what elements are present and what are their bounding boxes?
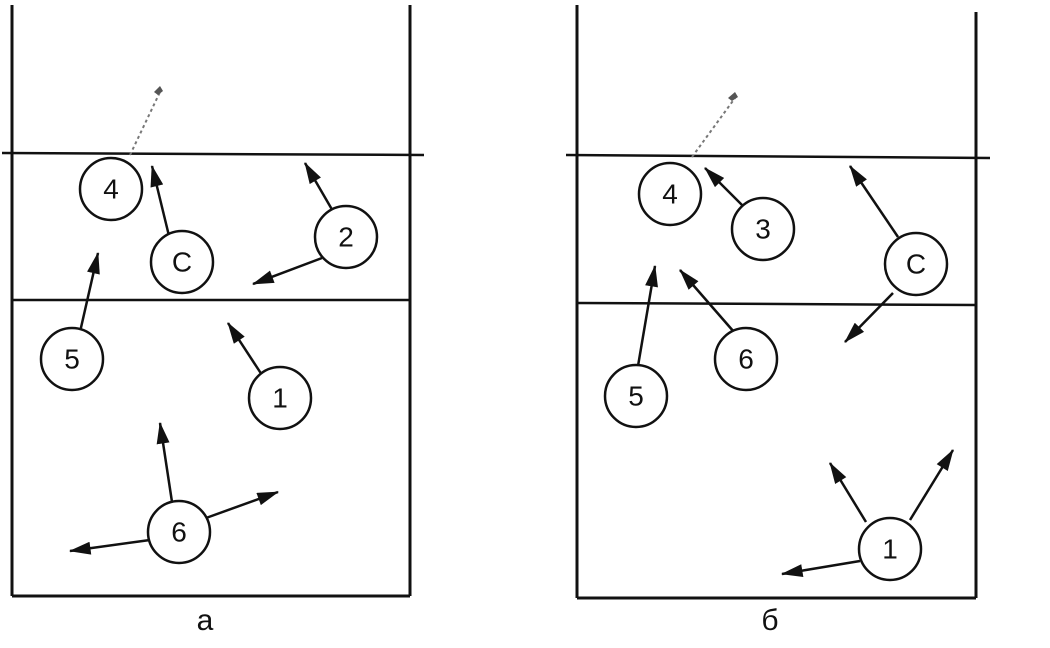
arrow-1-a [226, 322, 264, 376]
arrow-1-left-b [780, 559, 861, 578]
player-label: 6 [171, 517, 187, 548]
player-a-6: 6 [146, 499, 212, 565]
arrow-6-b [679, 269, 735, 333]
arrow-5-b [636, 264, 658, 367]
arrow-1-up-b [828, 462, 868, 523]
net-line-a [1, 151, 425, 157]
player-label: 3 [755, 214, 771, 245]
player-label: 2 [338, 222, 354, 253]
net-line-b [565, 153, 991, 160]
player-b-6: 6 [713, 326, 779, 392]
player-a-4: 4 [78, 156, 144, 222]
arrows-a [68, 162, 336, 555]
player-label: 6 [738, 344, 754, 375]
player-label: 4 [103, 174, 119, 205]
player-a-setter: С [149, 229, 215, 295]
arrow-2-up-a [303, 162, 336, 214]
player-b-5: 5 [603, 363, 669, 429]
player-b-1: 1 [857, 516, 923, 582]
arrow-6-up-a [156, 421, 174, 503]
arrow-6-left-a [68, 538, 151, 555]
player-label: 5 [628, 381, 644, 412]
caption-b: б [761, 604, 778, 637]
ball-trace-a [129, 86, 163, 156]
arrow-1-right-b [908, 449, 955, 521]
player-a-1: 1 [247, 365, 313, 431]
player-label: 1 [882, 534, 898, 565]
arrow-6-right-a [205, 490, 280, 520]
arrow-setter-a [150, 164, 172, 241]
player-label: 4 [662, 179, 678, 210]
player-a-5: 5 [39, 326, 105, 392]
caption-a: а [197, 604, 214, 637]
ball-trace-b [691, 92, 738, 158]
arrow-5-a [78, 251, 100, 333]
arrows-b [636, 165, 955, 578]
player-label: С [906, 249, 926, 280]
attack-line-b [576, 301, 977, 307]
player-label: 5 [64, 344, 80, 375]
player-b-3: 3 [730, 196, 796, 262]
arrow-setter-down-b [844, 292, 894, 343]
player-label: 1 [272, 383, 288, 414]
arrow-2-left-a [251, 256, 323, 286]
arrow-3-b [704, 167, 743, 206]
diagram-b: 4 3 С 6 5 1 б [565, 5, 991, 637]
player-b-4: 4 [637, 161, 703, 227]
diagram-a: 4 С 2 5 1 6 а [1, 5, 425, 637]
player-b-setter: С [883, 231, 949, 297]
arrow-setter-up-b [848, 165, 900, 238]
player-a-2: 2 [313, 204, 379, 270]
player-label: С [172, 247, 192, 278]
